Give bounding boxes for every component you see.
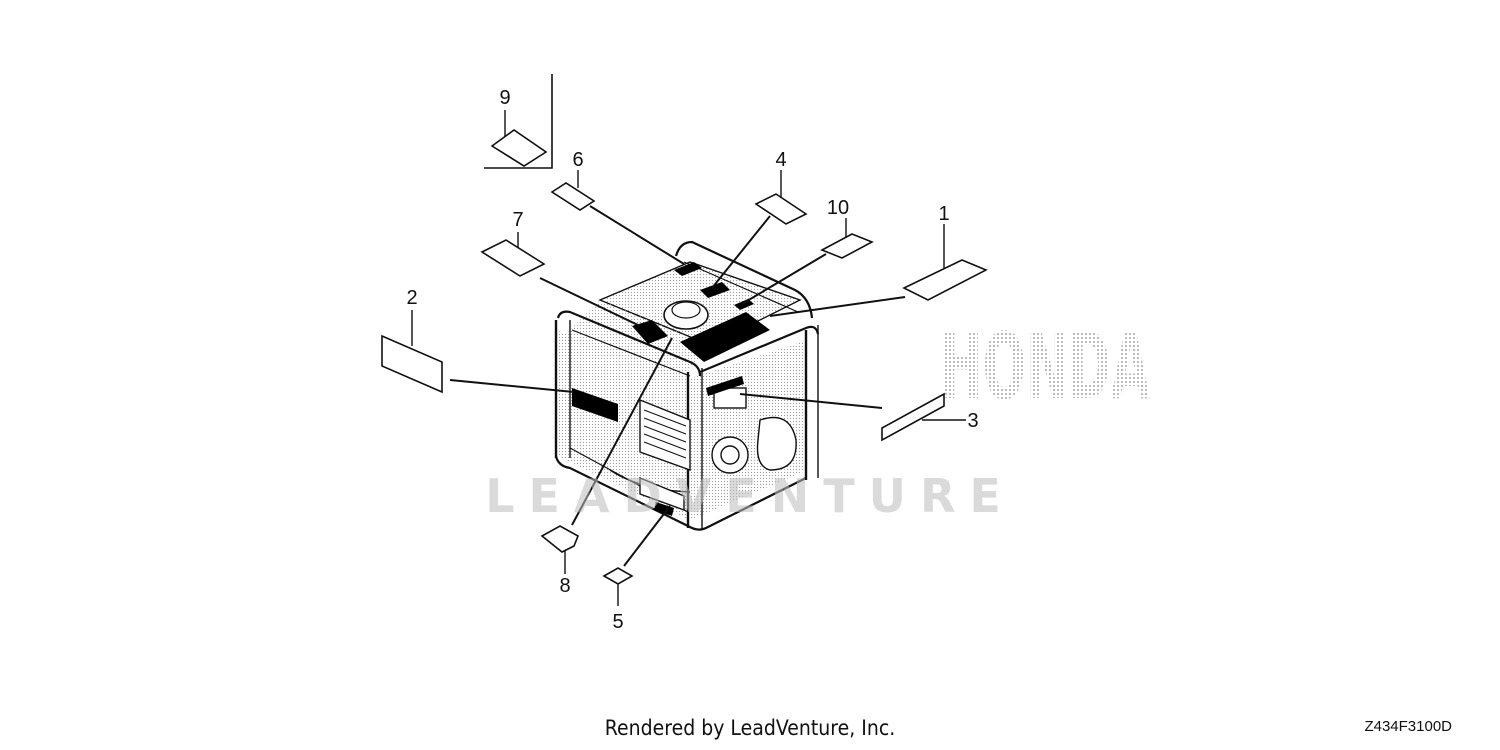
decal-4-applied [700,282,730,298]
decal-3-applied [706,376,744,396]
callout-stems [411,110,966,606]
label-shape-7 [480,239,546,277]
watermark-vendor-text: LEADVENTURE [485,469,1015,523]
label-shape-10 [820,233,874,259]
decal-2-applied [572,388,618,422]
footer-credit: Rendered by LeadVenture, Inc. [604,716,896,740]
label-shape-4 [754,193,808,225]
callout-numbers: 9 6 4 10 7 1 2 3 8 5 [406,87,978,633]
callout-2: 2 [406,287,417,309]
leader-lines [449,205,906,567]
inset-box [484,74,553,169]
decal-5-applied [654,502,674,516]
label-shape-6 [550,182,596,211]
decal-6-applied [674,262,702,276]
honda-watermark: HONDA [940,313,1150,420]
decal-1-applied [680,312,770,362]
label-shape-5 [602,567,634,585]
leadventure-watermark: LEADVENTURE [485,469,1015,523]
label-shape-9 [490,129,548,167]
label-shape-1 [902,259,988,301]
watermark-brand-text: HONDA [940,313,1150,420]
applied-decals [572,262,770,516]
label-shapes [381,129,988,585]
callout-7: 7 [512,209,523,231]
label-shape-8 [540,525,580,553]
decal-10-applied [734,299,754,310]
drawing-code: Z434F3100D [1364,718,1452,735]
decal-7-applied [632,320,668,344]
callout-3: 3 [967,410,978,432]
label-shape-2 [381,334,443,394]
callout-10: 10 [827,197,849,219]
callout-5: 5 [612,611,623,633]
callout-9: 9 [499,87,510,109]
callout-6: 6 [572,149,583,171]
callout-1: 1 [938,203,949,225]
callout-8: 8 [559,575,570,597]
callout-4: 4 [775,149,786,171]
label-shape-3 [881,392,945,442]
